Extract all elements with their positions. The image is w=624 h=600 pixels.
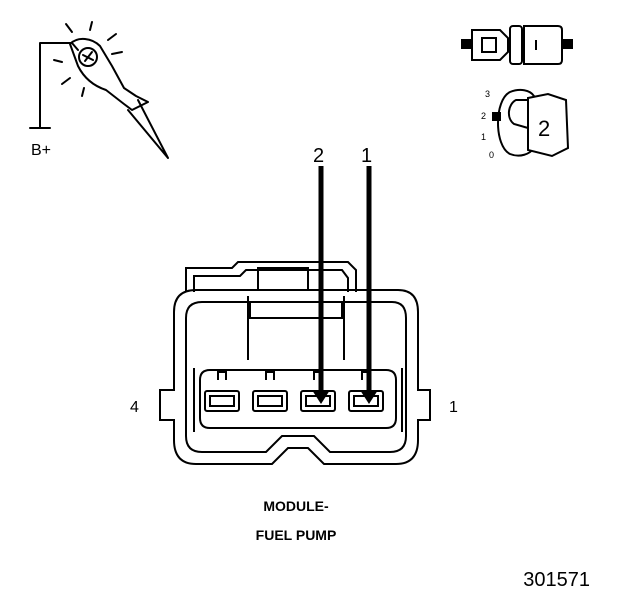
supply-label: B+ [31,142,51,159]
left-pin-label: 4 [130,399,139,416]
right-pin-label: 1 [449,399,458,416]
pointer-arrow-2 [312,166,330,404]
dial-position-3: 3 [485,89,490,99]
dial-position-1: 1 [481,132,486,142]
connector-face [159,261,431,465]
pointer-arrow-1 [360,166,378,404]
caption-line-2: FUEL PUMP [256,527,337,543]
pointer-label-1: 1 [361,145,372,167]
pin-cavity-2 [300,390,336,412]
pin-cavity-1 [348,390,384,412]
figure-number: 301571 [523,569,590,591]
selector-dial-icon [492,88,570,158]
pin-cavity-4 [204,390,240,412]
connector-end-view-icon [461,25,573,65]
pointer-label-2: 2 [313,145,324,167]
caption-line-1: MODULE- [263,498,329,514]
dial-selected-value: 2 [538,116,550,141]
pin-cavity-3 [252,390,288,412]
dial-position-2: 2 [481,111,486,121]
test-light-probe-icon [29,21,169,159]
dial-position-0: 0 [489,150,494,160]
